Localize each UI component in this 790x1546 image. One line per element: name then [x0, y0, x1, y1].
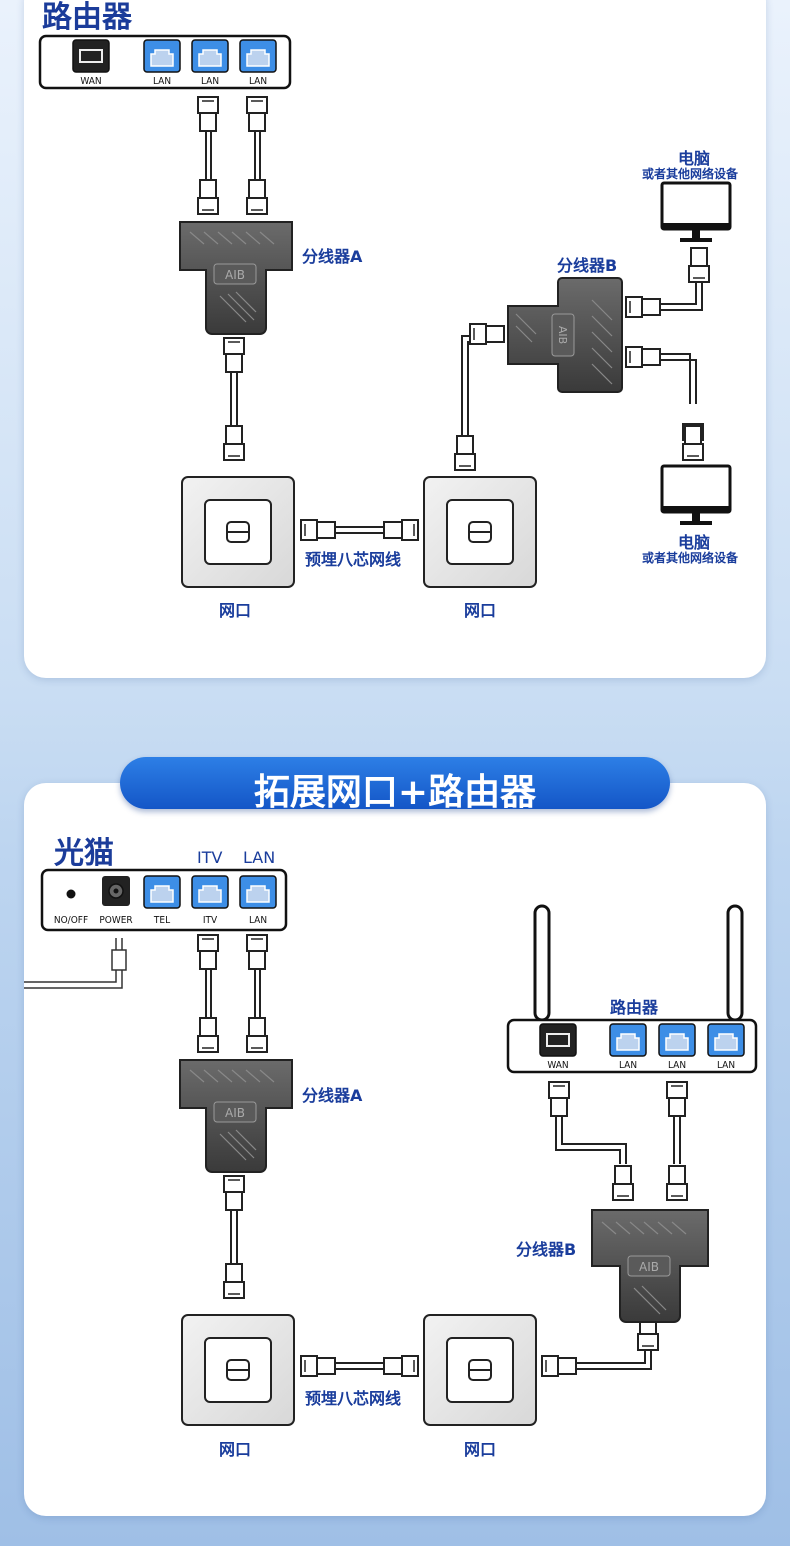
socket-label: 网口	[464, 601, 497, 620]
wifi-router: WAN LAN LAN LAN	[506, 904, 758, 1074]
lan-label: LAN	[243, 848, 276, 867]
rj45-connector	[625, 346, 661, 368]
modem-title: 光猫	[54, 836, 114, 871]
cable	[555, 1116, 681, 1164]
itv-port	[191, 875, 229, 909]
pc-sub-label: 或者其他网络设备	[642, 551, 739, 565]
lan-port	[239, 39, 277, 73]
cable-label: 预埋八芯网线	[305, 550, 402, 569]
rj45-connector	[548, 1081, 570, 1117]
monitor-icon	[660, 181, 732, 242]
rj45-connector	[688, 247, 710, 283]
port-label: LAN	[249, 915, 267, 926]
power-cable	[24, 938, 127, 989]
lan-port	[609, 1023, 647, 1057]
splitter-a: AIB	[179, 221, 293, 335]
wall-socket	[423, 1314, 537, 1426]
router-label: 路由器	[610, 998, 659, 1017]
splitter-a-label: 分线器A	[302, 1086, 363, 1105]
optical-modem: NO/OFF POWER TEL ITV LAN	[40, 868, 288, 932]
wall-socket	[423, 476, 537, 588]
rj45-connector	[541, 1355, 577, 1377]
cable	[660, 282, 703, 404]
router-title: 路由器	[42, 0, 132, 35]
cable	[205, 968, 261, 1022]
rj45-connector	[454, 435, 476, 471]
pc-label: 电脑	[678, 533, 711, 552]
socket-label: 网口	[219, 601, 252, 620]
port-label: LAN	[668, 1060, 686, 1071]
top-panel	[24, 0, 766, 678]
port-label: LAN	[153, 76, 171, 87]
port-label: LAN	[201, 76, 219, 87]
cable	[461, 335, 476, 440]
port-label: NO/OFF	[54, 915, 88, 926]
wan-port	[72, 39, 110, 73]
rj45-connector	[666, 1081, 688, 1117]
port-label: POWER	[99, 915, 132, 926]
splitter-a: AIB	[179, 1059, 293, 1173]
cable	[300, 1355, 419, 1377]
port-label: WAN	[547, 1060, 568, 1071]
port-label: LAN	[717, 1060, 735, 1071]
wan-port	[539, 1023, 577, 1057]
splitter-b-label: 分线器B	[557, 256, 618, 275]
port-label: LAN	[249, 76, 267, 87]
cable-label: 预埋八芯网线	[305, 1389, 402, 1408]
splitter-mark: AIB	[225, 1106, 245, 1120]
splitter-mark: AIB	[225, 268, 245, 282]
antenna-icon	[533, 904, 551, 1022]
splitter-b-label: 分线器B	[516, 1240, 577, 1259]
lan-port	[707, 1023, 745, 1057]
power-switch-icon	[66, 889, 76, 899]
cable	[230, 372, 238, 430]
wall-socket	[181, 1314, 295, 1426]
socket-label: 网口	[219, 1440, 252, 1459]
rj45-connector	[246, 96, 268, 132]
splitter-mark: AIB	[556, 326, 569, 344]
splitter-mark: AIB	[639, 1260, 659, 1274]
wall-socket	[181, 476, 295, 588]
lan-port	[658, 1023, 696, 1057]
pc-label: 电脑	[678, 149, 711, 168]
port-label: ITV	[203, 915, 218, 926]
rj45-connector	[223, 1175, 245, 1211]
cable	[205, 130, 261, 185]
rj45-connector	[625, 296, 661, 318]
router-device: WAN LAN LAN LAN	[38, 34, 292, 90]
socket-label: 网口	[464, 1440, 497, 1459]
port-label: LAN	[619, 1060, 637, 1071]
cable	[300, 519, 419, 541]
rj45-connector	[246, 934, 268, 970]
cable	[576, 1350, 652, 1370]
rj45-connector	[223, 425, 245, 461]
rj45-connector	[197, 934, 219, 970]
section-banner: 拓展网口+路由器	[120, 757, 670, 813]
antenna-icon	[726, 904, 744, 1022]
rj45-connector	[469, 323, 505, 345]
rj45-connector	[197, 96, 219, 132]
lan-port	[191, 39, 229, 73]
itv-label: ITV	[197, 848, 223, 867]
lan-port	[239, 875, 277, 909]
cable	[230, 1210, 238, 1268]
rj45-connector	[246, 179, 268, 215]
splitter-b: AIB	[507, 277, 623, 393]
splitter-a-label: 分线器A	[302, 247, 363, 266]
lan-port	[143, 39, 181, 73]
rj45-connector	[223, 337, 245, 373]
splitter-b: AIB	[591, 1209, 709, 1323]
monitor-icon	[660, 464, 732, 525]
tel-port	[143, 875, 181, 909]
rj45-connector	[197, 179, 219, 215]
banner-title: 拓展网口+路由器	[253, 772, 537, 813]
port-label: WAN	[80, 76, 101, 87]
pc-sub-label: 或者其他网络设备	[642, 167, 739, 181]
port-label: TEL	[153, 915, 170, 926]
